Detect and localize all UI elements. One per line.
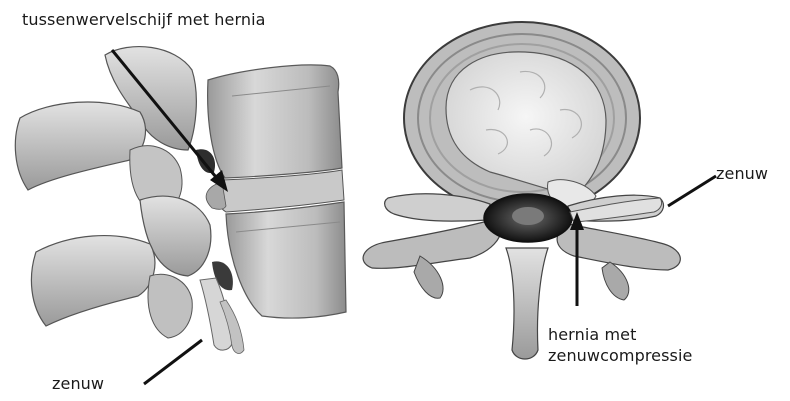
lower-articular — [148, 274, 192, 338]
label-disc-with-hernia: tussenwervelschijf met hernia — [22, 9, 266, 30]
label-hernia-compression-line2: zenuwcompressie — [548, 345, 692, 366]
axial-vertebra-illustration — [363, 22, 680, 359]
label-nerve-right: zenuw — [716, 163, 768, 184]
lamina-left — [363, 222, 501, 268]
right-nerve-leader — [668, 176, 716, 206]
left-nerve-leader — [144, 340, 202, 384]
label-nerve-left: zenuw — [52, 373, 104, 394]
spinous-process — [506, 248, 548, 359]
lower-vertebral-body — [226, 202, 346, 318]
label-hernia-compression: hernia met zenuwcompressie — [548, 324, 692, 366]
upper-vertebral-body — [208, 65, 342, 178]
lower-spinous-process — [31, 236, 154, 326]
lateral-spine-illustration — [15, 47, 346, 354]
upper-spinous-process — [15, 102, 145, 190]
label-hernia-compression-line1: hernia met — [548, 324, 692, 345]
